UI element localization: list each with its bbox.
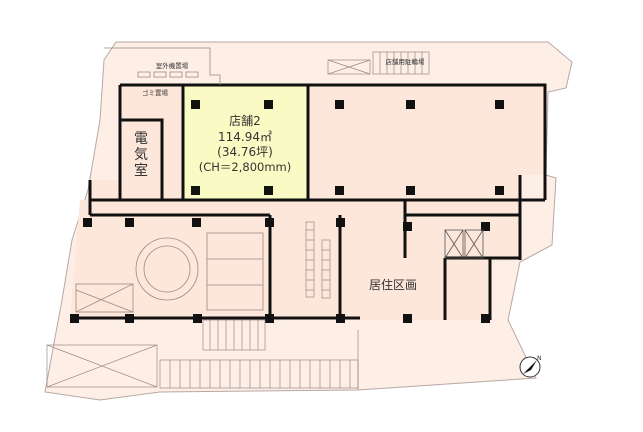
shop-area: 114.94㎡ [218,130,272,144]
walls [70,83,547,320]
shop-ceiling-height: (CH＝2,800mm) [199,160,291,174]
outdoor-unit-area [104,47,221,85]
garbage-label: ゴミ置場 [142,88,169,97]
electric-room-label-1: 電 [134,131,148,147]
shop-2-area[interactable] [183,85,308,200]
bicycle-parking-label: 店舗用駐輪場 [386,57,426,66]
shop-tsubo: (34.76坪) [217,145,273,159]
circular-plaza [75,232,264,313]
elevators [444,229,484,259]
residential-label: 居住区画 [369,278,417,292]
shop-name: 店舗2 [229,114,261,128]
electric-room[interactable] [118,118,164,202]
electric-room-label-2: 気 [134,147,148,163]
electric-room-label-3: 室 [134,162,148,179]
north-compass-icon: N [519,355,542,378]
bicycle-parking [327,51,430,75]
stairs [46,221,359,390]
outdoor-unit-label: 室外機置場 [156,61,189,70]
columns [70,100,504,323]
svg-text:N: N [537,355,542,362]
